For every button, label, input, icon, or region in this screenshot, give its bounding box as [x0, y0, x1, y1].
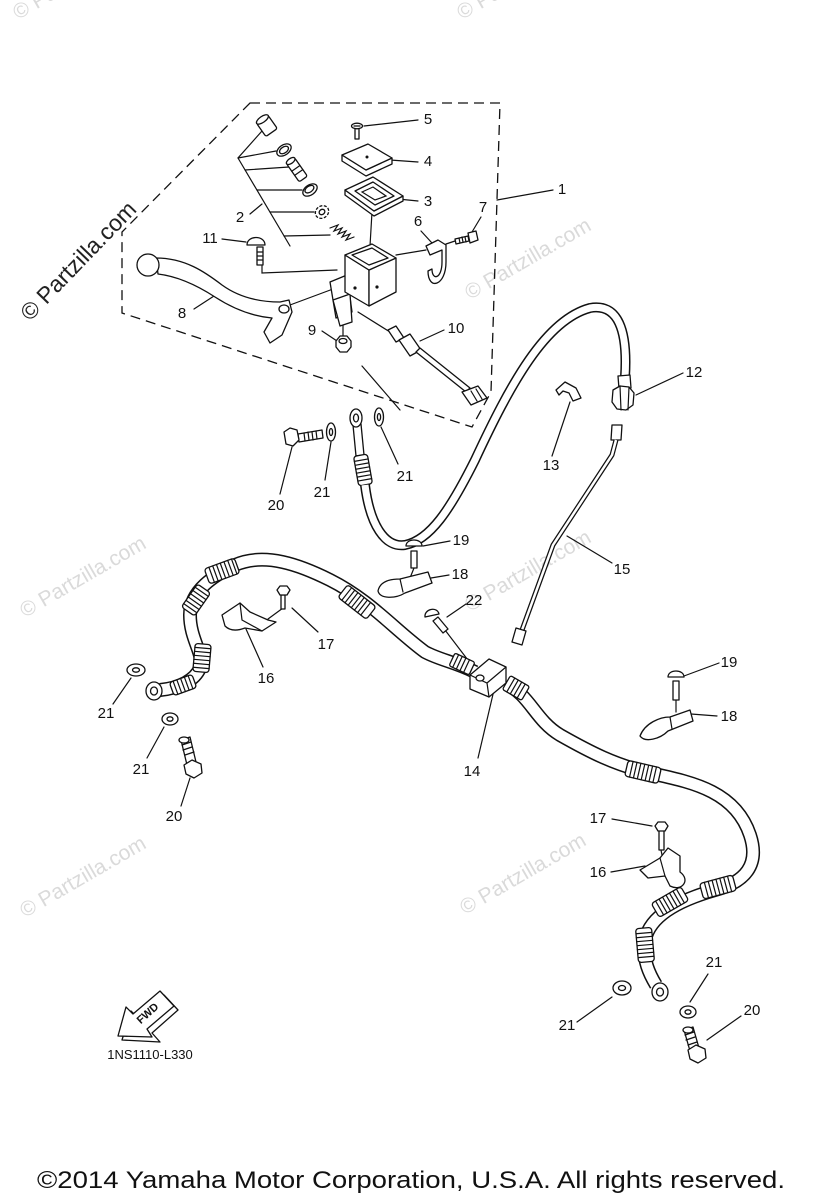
- clamp-bolt: [454, 230, 479, 245]
- callout-20: 20: [744, 1002, 761, 1019]
- callouts: 5 4 3 1 7 6 2 11 8 9 10 12 13 20 21 21 1…: [98, 111, 761, 1034]
- callout-7: 7: [479, 199, 487, 216]
- copyright-notice: ©2014 Yamaha Motor Corporation, U.S.A. A…: [37, 1167, 785, 1194]
- lever-nut: [335, 335, 352, 353]
- callout-17: 17: [590, 810, 607, 827]
- hose-joint: [469, 658, 507, 698]
- forward-direction-arrow: FWD: [117, 990, 179, 1043]
- brake-lever: [136, 253, 293, 344]
- handlebar-clamp: [425, 239, 447, 284]
- diaphragm: [344, 176, 404, 217]
- lever-pivot-bolt: [246, 236, 266, 266]
- callout-16: 16: [258, 670, 275, 687]
- callout-3: 3: [424, 193, 432, 210]
- upper-banjo-assembly: [283, 407, 385, 487]
- callout-5: 5: [424, 111, 432, 128]
- callout-9: 9: [308, 322, 316, 339]
- watermark: © Partzilla.com: [16, 832, 150, 923]
- callout-18: 18: [721, 708, 738, 725]
- watermark: © Partzilla.com: [456, 829, 590, 920]
- hose-union-fitting: [611, 374, 635, 411]
- callout-13: 13: [543, 457, 560, 474]
- left-hose-clip: [221, 602, 277, 632]
- callout-21: 21: [314, 484, 331, 501]
- callout-20: 20: [166, 808, 183, 825]
- callout-8: 8: [178, 305, 186, 322]
- upper-guide-bolt: [405, 539, 423, 569]
- callout-18: 18: [452, 566, 469, 583]
- left-caliper-banjo: [126, 663, 203, 779]
- callout-17: 17: [318, 636, 335, 653]
- right-hose-clip: [639, 847, 686, 889]
- callout-2: 2: [236, 209, 244, 226]
- assembly-boundary: [121, 102, 501, 428]
- watermark: © Partzilla.com: [453, 0, 587, 24]
- callout-15: 15: [614, 561, 631, 578]
- watermark: © Partzilla.com: [461, 214, 595, 305]
- callout-19: 19: [453, 532, 470, 549]
- leader-lines: [112, 119, 742, 1041]
- callout-21: 21: [397, 468, 414, 485]
- watermark: © Partzilla.com: [16, 532, 150, 623]
- right-guide-bolt: [667, 670, 685, 701]
- upper-hose-guide: [377, 571, 433, 598]
- watermark: © Partzilla.com: [9, 0, 143, 24]
- right-clip-bolt: [654, 821, 669, 851]
- callout-21: 21: [559, 1017, 576, 1034]
- left-clip-bolt: [276, 585, 291, 610]
- brake-pipe: [511, 424, 623, 646]
- callout-21: 21: [706, 954, 723, 971]
- reservoir-cap: [341, 143, 393, 177]
- upper-brake-hose: [360, 302, 631, 551]
- callout-1: 1: [558, 181, 566, 198]
- lower-right-brake-hose: [502, 675, 761, 989]
- lower-left-brake-hose: [159, 552, 479, 697]
- piston-kit: [237, 114, 355, 247]
- callout-4: 4: [424, 153, 432, 170]
- callout-12: 12: [686, 364, 703, 381]
- callout-14: 14: [464, 763, 481, 780]
- brake-light-switch: [387, 325, 488, 406]
- callout-10: 10: [448, 320, 465, 337]
- spring: [329, 223, 355, 242]
- callout-11: 11: [202, 230, 218, 247]
- watermarks: © Partzilla.com © Partzilla.com © Partzi…: [9, 0, 595, 922]
- callout-19: 19: [721, 654, 738, 671]
- reservoir-cap-screw: [350, 122, 364, 140]
- master-cylinder-body: [329, 243, 397, 327]
- callout-22: 22: [466, 592, 483, 609]
- right-caliper-banjo: [612, 980, 707, 1064]
- callout-20: 20: [268, 497, 285, 514]
- callout-21: 21: [98, 705, 115, 722]
- hose-clip-small: [555, 381, 582, 402]
- right-hose-guide: [639, 709, 694, 741]
- callout-16: 16: [590, 864, 607, 881]
- joint-bolt: [424, 608, 449, 634]
- callout-21: 21: [133, 761, 150, 778]
- diagram-code: 1NS1110-L330: [107, 1047, 193, 1062]
- callout-6: 6: [414, 213, 422, 230]
